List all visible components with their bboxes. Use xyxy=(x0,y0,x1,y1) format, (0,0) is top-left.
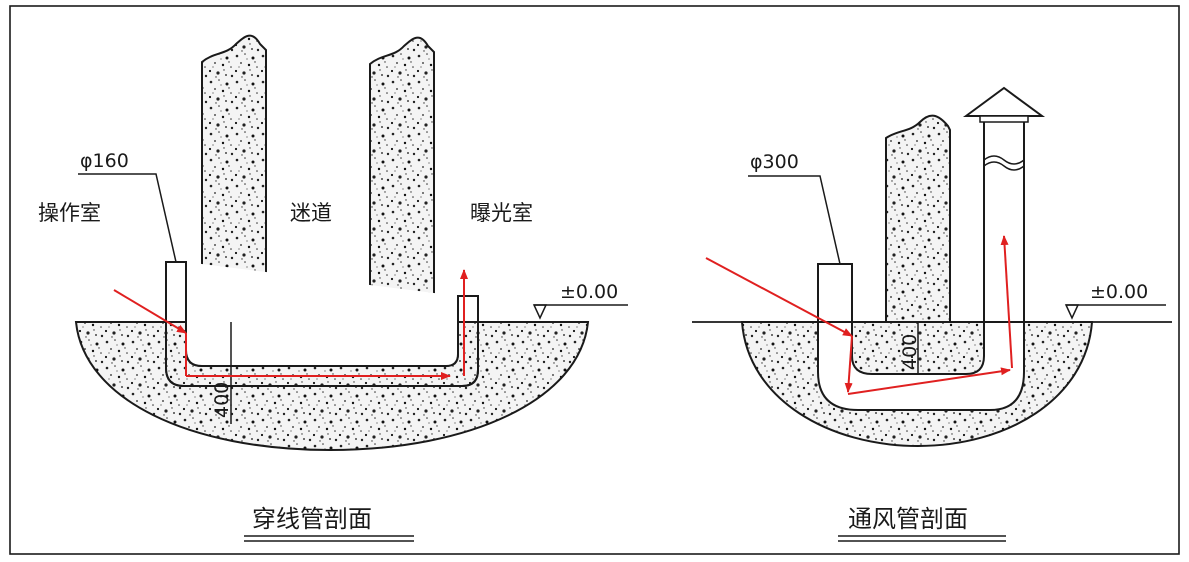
left-pipe-stub-right xyxy=(457,295,479,323)
right-section-title: 通风管剖面 xyxy=(848,505,968,533)
left-wall-left xyxy=(201,34,267,323)
left-pipe-stub-left xyxy=(165,261,187,323)
room-label-exposure: 曝光室 xyxy=(470,201,533,225)
left-pipe-outer-lower xyxy=(165,322,479,387)
left-section-title: 穿线管剖面 xyxy=(252,505,372,533)
left-section: 400 φ160 操作室 迷道 曝光室 ±0.00 穿线管剖面 xyxy=(38,34,628,542)
right-level-label: ±0.00 xyxy=(1090,281,1148,303)
left-pipe-diameter-label: φ160 xyxy=(80,150,129,172)
right-ray-up xyxy=(1000,235,1013,369)
right-diameter-leader xyxy=(748,175,841,265)
right-pipe-diameter-label: φ300 xyxy=(750,151,799,173)
right-section: 400 φ300 ±0.00 通风管剖面 xyxy=(692,86,1172,542)
right-level-triangle xyxy=(1064,304,1080,320)
vent-cap-band xyxy=(979,115,1029,123)
left-pipe-channel xyxy=(186,322,458,366)
room-label-maze: 迷道 xyxy=(290,201,332,225)
right-wall xyxy=(885,114,951,323)
right-pipe-channel xyxy=(817,321,1025,411)
right-ray-incoming xyxy=(705,257,853,337)
left-level-label: ±0.00 xyxy=(560,281,618,303)
right-pipe-stub xyxy=(817,263,853,323)
drawing-frame xyxy=(9,5,1180,555)
right-ray-diagonal xyxy=(847,367,1011,395)
vent-cap-icon xyxy=(962,86,1046,117)
left-level-triangle xyxy=(532,304,548,320)
left-wall-right xyxy=(369,36,435,323)
vent-stack-break xyxy=(983,155,1025,171)
left-diameter-leader xyxy=(78,173,177,263)
left-depth-label: 400 xyxy=(211,382,233,418)
left-ray-incoming xyxy=(113,289,187,334)
vent-stack xyxy=(983,117,1025,323)
right-depth-label: 400 xyxy=(899,334,921,370)
right-ray-down xyxy=(844,335,853,393)
room-label-operation: 操作室 xyxy=(38,201,101,225)
